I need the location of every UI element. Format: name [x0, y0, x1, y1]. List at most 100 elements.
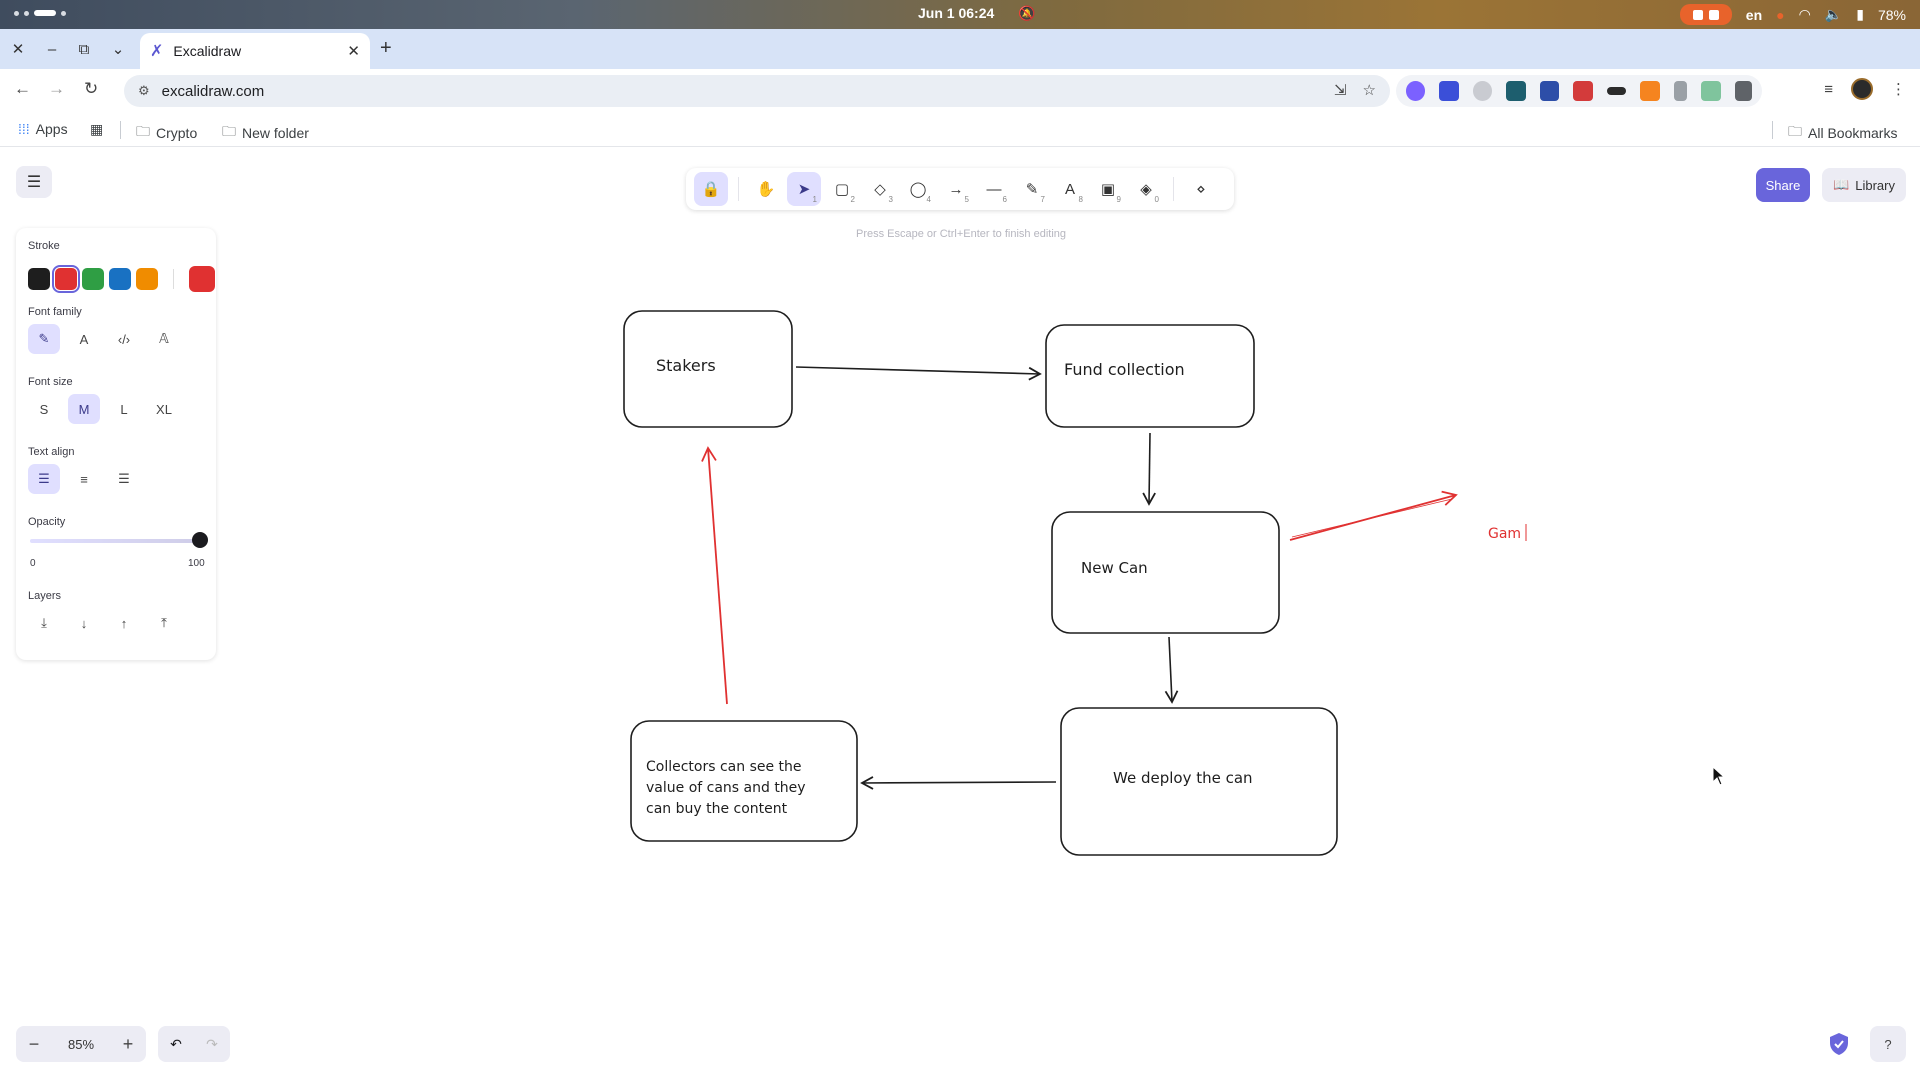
bookmark-folder-new-folder[interactable]: 🗀 New folder: [222, 121, 309, 145]
zoom-in-button[interactable]: +: [122, 1033, 134, 1054]
extension-green-icon[interactable]: [1701, 81, 1721, 101]
tool-rectangle-button[interactable]: ▢2: [825, 172, 859, 206]
bring-to-front-icon[interactable]: ⤒: [161, 615, 167, 630]
node-stakers[interactable]: Stakers: [623, 310, 793, 428]
tool-arrow-button[interactable]: →5: [939, 172, 973, 206]
stroke-color-blue[interactable]: [109, 268, 131, 290]
bookmark-star-icon[interactable]: ☆: [1362, 82, 1376, 99]
bookmark-all-bookmarks[interactable]: 🗀 All Bookmarks: [1788, 121, 1897, 145]
extension-teal-icon[interactable]: [1506, 81, 1526, 101]
tool-ellipse-button[interactable]: ◯4: [901, 172, 935, 206]
main-menu-button[interactable]: ☰: [16, 166, 52, 198]
keyboard-language[interactable]: en: [1745, 6, 1763, 23]
align-left-icon[interactable]: ☰: [28, 464, 60, 494]
bring-forward-icon[interactable]: ↑: [120, 615, 128, 631]
shield-check-icon[interactable]: [1828, 1032, 1850, 1056]
zoom-out-button[interactable]: −: [28, 1033, 40, 1054]
opacity-slider[interactable]: [30, 539, 200, 543]
help-button[interactable]: ?: [1870, 1026, 1906, 1062]
send-backward-icon[interactable]: ↓: [80, 615, 88, 631]
stroke-color-black[interactable]: [28, 268, 50, 290]
minimize-icon[interactable]: –: [47, 40, 57, 58]
extension-grey-icon[interactable]: [1472, 81, 1493, 101]
send-to-back-icon[interactable]: ⤓: [41, 615, 47, 630]
drawing-canvas[interactable]: Stakers Fund collection New Can We deplo…: [0, 148, 1920, 1080]
tool-image-button[interactable]: ▣9: [1091, 172, 1125, 206]
node-collectors[interactable]: Collectors can see the value of cans and…: [630, 720, 858, 842]
excalidraw-app: Stakers Fund collection New Can We deplo…: [0, 148, 1920, 1080]
arrow-newcan-to-deploy[interactable]: [1164, 636, 1179, 704]
editing-text[interactable]: Gam: [1488, 526, 1521, 542]
tool-draw-button[interactable]: ✎7: [1015, 172, 1049, 206]
close-window-icon[interactable]: ✕: [11, 41, 25, 58]
bookmark-folder-crypto[interactable]: 🗀 Crypto: [136, 121, 197, 145]
tool-lock-button[interactable]: 🔒: [694, 172, 728, 206]
tab-excalidraw[interactable]: ✗ Excalidraw ✕: [140, 33, 370, 69]
font-size-s[interactable]: S: [39, 401, 49, 417]
zoom-level[interactable]: 85%: [67, 1036, 95, 1052]
browser-menu-icon[interactable]: ⋮: [1891, 81, 1906, 98]
arrow-stakers-to-fund[interactable]: [795, 366, 1042, 381]
undo-icon[interactable]: ↶: [170, 1035, 182, 1052]
address-bar[interactable]: ⚙ excalidraw.com ⇲ ☆: [124, 75, 1390, 107]
restore-icon[interactable]: ⧉: [78, 40, 90, 58]
metamask-fox-icon[interactable]: [1640, 81, 1660, 101]
forward-arrow-icon[interactable]: →: [48, 79, 65, 98]
extension-purple-icon[interactable]: [1406, 81, 1426, 101]
stroke-label: Stroke: [28, 240, 60, 252]
reload-icon[interactable]: ↻: [84, 79, 99, 98]
arrow-deploy-to-collectors[interactable]: [860, 776, 1057, 790]
opacity-slider-thumb[interactable]: [192, 532, 208, 548]
extensions-puzzle-icon[interactable]: [1734, 81, 1753, 101]
system-tray[interactable]: en ● ◠ 🔈 ▮ 78%: [1679, 4, 1906, 25]
font-size-xl[interactable]: XL: [156, 401, 172, 417]
profile-avatar[interactable]: [1851, 78, 1873, 100]
tab-search-chevron-icon[interactable]: ⌄: [111, 41, 125, 58]
font-size-m[interactable]: M: [68, 394, 100, 424]
align-right-icon[interactable]: ☰: [118, 471, 130, 486]
node-new-can[interactable]: New Can: [1051, 511, 1280, 634]
new-tab-plus-icon[interactable]: +: [380, 37, 392, 59]
share-button[interactable]: Share: [1756, 168, 1810, 202]
stroke-color-green[interactable]: [82, 268, 104, 290]
extension-navy-icon[interactable]: [1539, 81, 1560, 101]
extension-red-icon[interactable]: [1573, 81, 1593, 101]
workspace-indicator[interactable]: [14, 10, 66, 16]
bookmark-apps[interactable]: ⁞⁞⁞ Apps: [18, 121, 68, 137]
bookmark-tab-groups[interactable]: ▦: [90, 121, 103, 138]
media-controls-icon[interactable]: ≡: [1824, 80, 1833, 98]
tab-close-icon[interactable]: ✕: [347, 43, 360, 60]
font-code-icon[interactable]: ‹/›: [117, 331, 131, 347]
back-arrow-icon[interactable]: ←: [14, 79, 31, 98]
arrow-fund-to-newcan[interactable]: [1142, 432, 1156, 506]
redo-icon[interactable]: ↷: [206, 1035, 218, 1052]
tool-line-button[interactable]: —6: [977, 172, 1011, 206]
tool-selection-button[interactable]: ➤1: [787, 172, 821, 206]
battery-level: 78%: [1877, 6, 1906, 23]
font-normal-icon[interactable]: A: [79, 331, 89, 347]
library-button[interactable]: 📖 Library: [1822, 168, 1906, 202]
install-app-icon[interactable]: ⇲: [1333, 82, 1347, 99]
extension-bracket-icon[interactable]: [1673, 81, 1688, 101]
align-center-icon[interactable]: ≡: [80, 471, 88, 487]
all-bookmarks-label: All Bookmarks: [1808, 125, 1898, 141]
extension-blue-icon[interactable]: [1439, 81, 1459, 101]
font-size-l[interactable]: L: [120, 401, 128, 417]
node-fund-collection[interactable]: Fund collection: [1045, 324, 1255, 428]
stroke-color-red[interactable]: [52, 265, 80, 293]
tool-hand-button[interactable]: ✋: [749, 172, 783, 206]
font-more-icon[interactable]: 𝔸: [159, 331, 169, 346]
site-info-icon[interactable]: ⚙: [138, 83, 150, 98]
font-hand-drawn-icon[interactable]: ✎: [28, 324, 60, 354]
arrow-collectors-to-stakers[interactable]: [701, 446, 728, 705]
clock[interactable]: Jun 1 06:24: [918, 5, 995, 21]
tool-more-button[interactable]: ⋄: [1184, 172, 1218, 206]
tool-diamond-button[interactable]: ◇3: [863, 172, 897, 206]
stroke-color-orange[interactable]: [136, 268, 158, 290]
stroke-current-color[interactable]: [189, 266, 215, 292]
tool-eraser-button[interactable]: ◈0: [1129, 172, 1163, 206]
node-deploy[interactable]: We deploy the can: [1060, 707, 1338, 856]
screen-record-indicator[interactable]: [1679, 4, 1732, 25]
extension-glasses-icon[interactable]: [1606, 87, 1627, 95]
